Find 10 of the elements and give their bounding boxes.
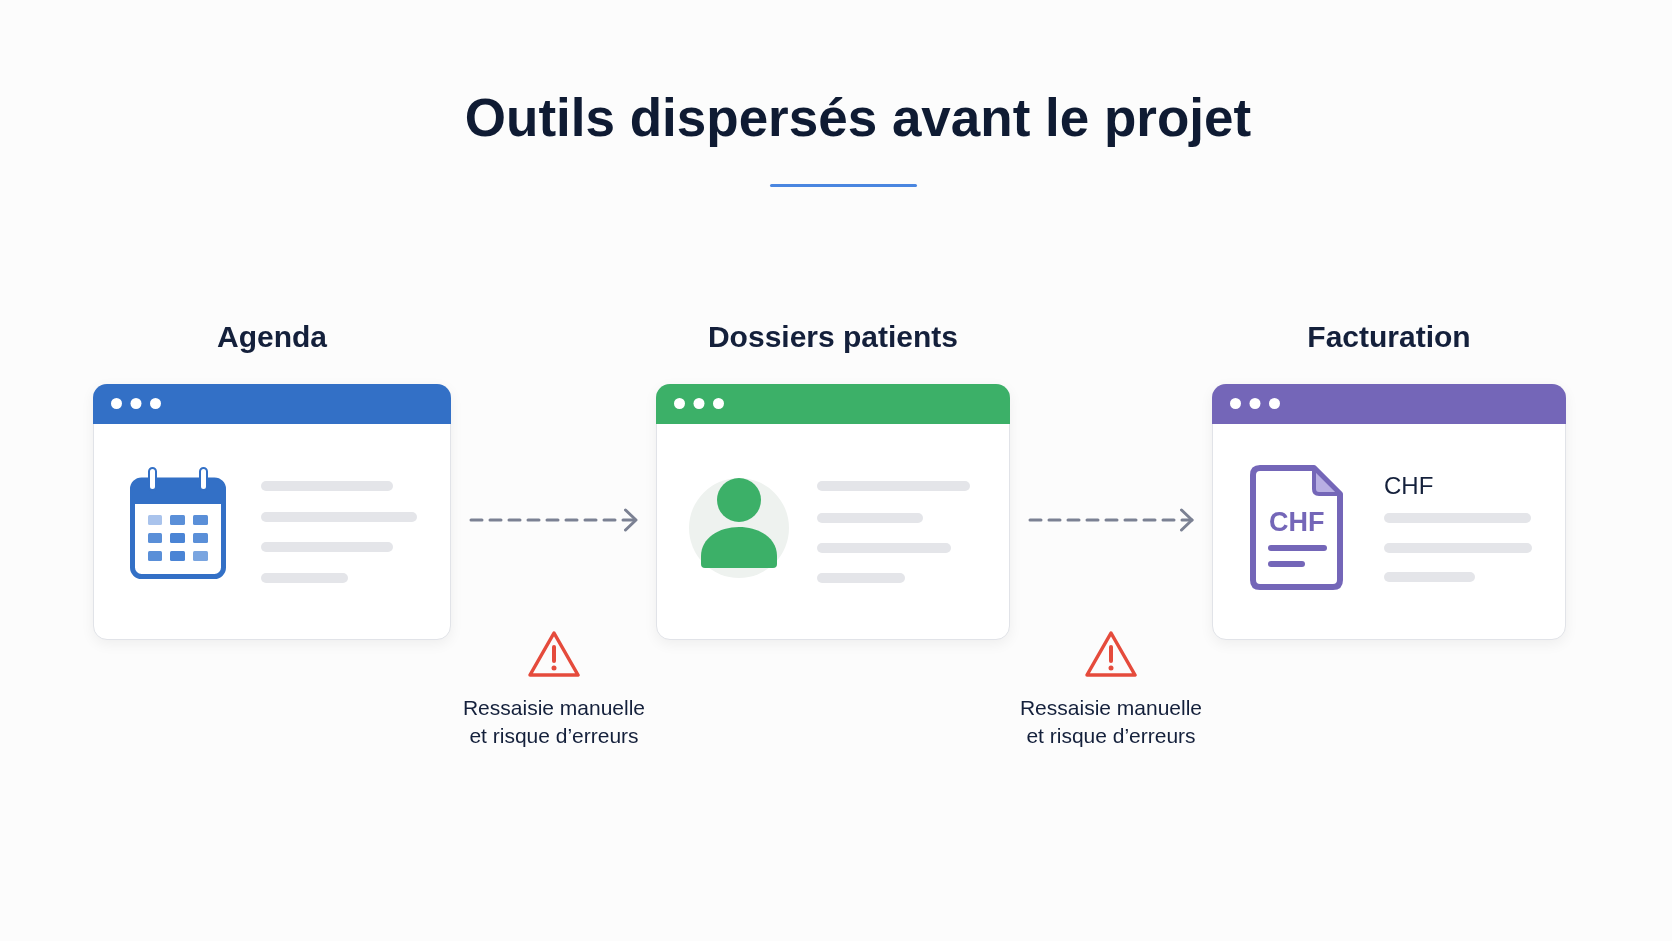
window-heading: Agenda — [217, 322, 327, 352]
warning-note: Ressaisie manuelle et risque d’erreurs — [461, 695, 647, 749]
currency-label: CHF — [1384, 474, 1434, 498]
currency-code: CHF — [1269, 509, 1325, 536]
dashed-arrow — [1028, 508, 1194, 532]
window-heading: Dossiers patients — [707, 322, 959, 352]
document-shape — [1250, 465, 1343, 590]
warning-note: Ressaisie manuelle et risque d’erreurs — [1018, 695, 1204, 749]
window-heading: Facturation — [1307, 322, 1471, 352]
dashed-arrow — [469, 508, 638, 532]
